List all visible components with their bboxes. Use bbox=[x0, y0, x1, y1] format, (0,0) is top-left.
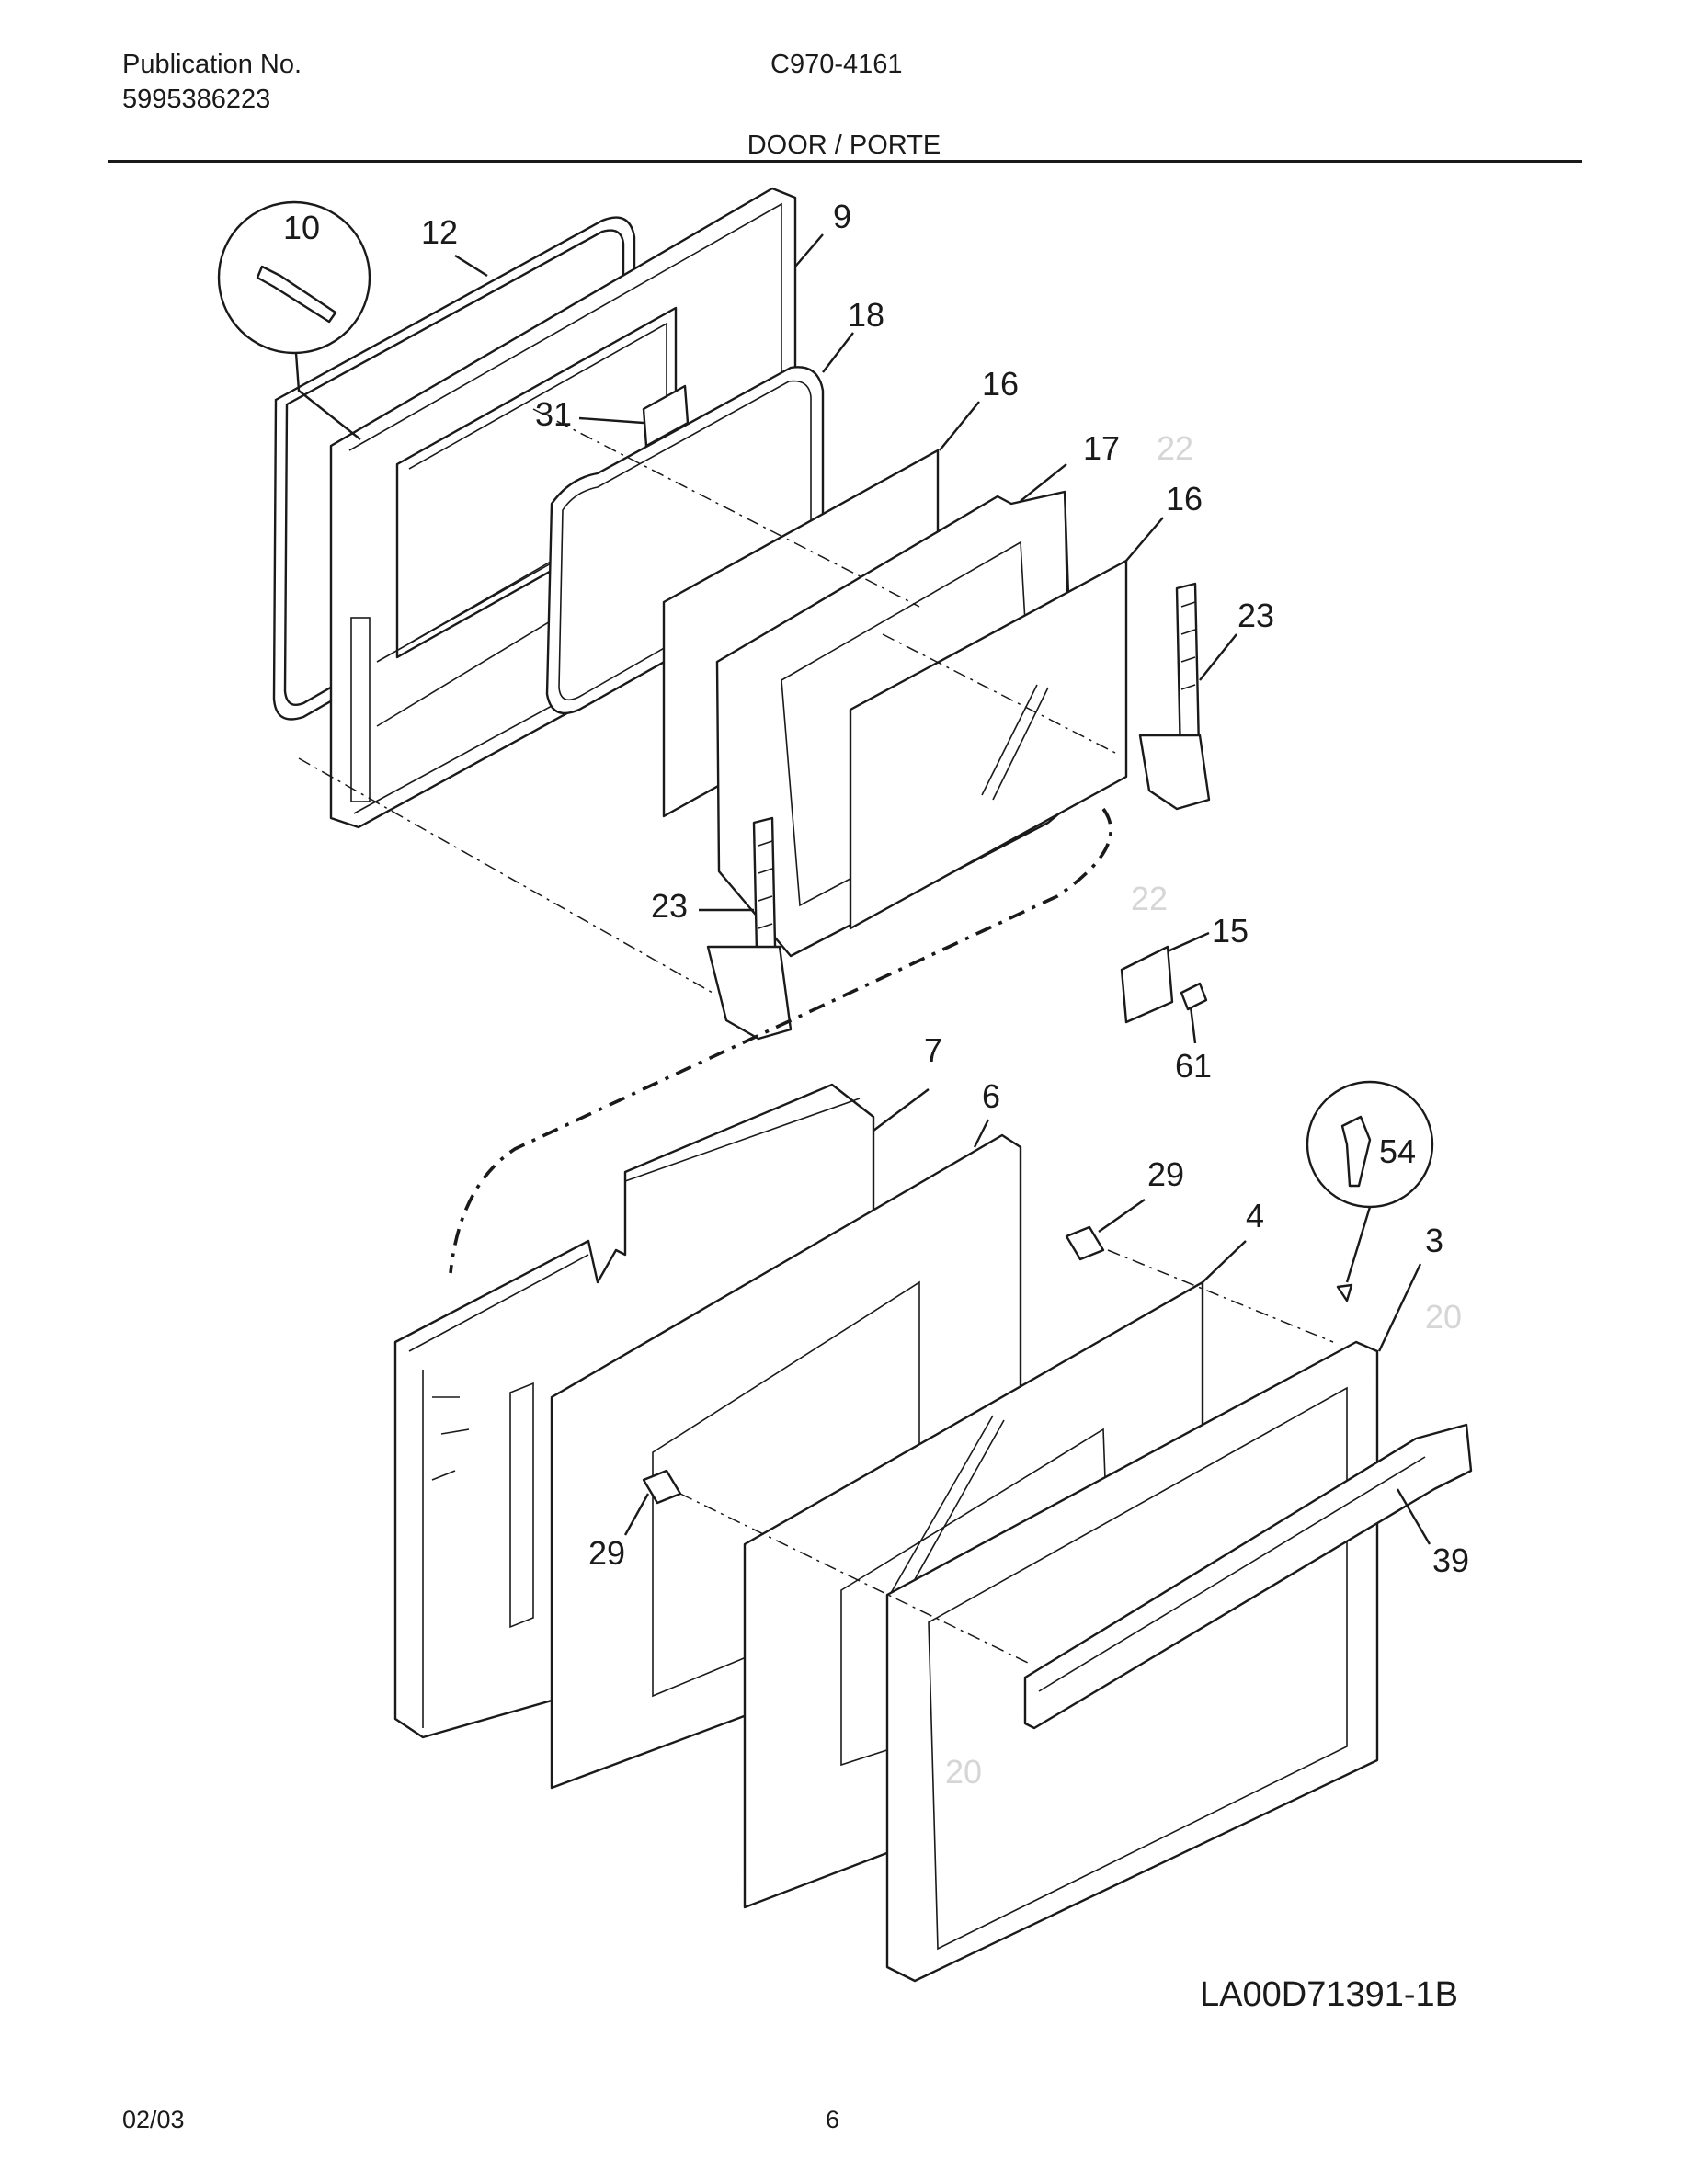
leader-line bbox=[1125, 517, 1164, 562]
callout-3: 3 bbox=[1425, 1222, 1443, 1259]
leader-line bbox=[1189, 1006, 1197, 1044]
callout-4: 4 bbox=[1246, 1197, 1264, 1234]
figure-id: LA00D71391-1B bbox=[1200, 1975, 1458, 2014]
leader-line bbox=[454, 254, 488, 278]
callout-23-left: 23 bbox=[651, 887, 688, 925]
callout-18: 18 bbox=[848, 296, 884, 334]
header-rule bbox=[108, 160, 1582, 163]
callout-22-bottom: 22 bbox=[1131, 880, 1168, 917]
callout-16-front: 16 bbox=[1166, 480, 1203, 518]
leader-line bbox=[1020, 463, 1067, 502]
callout-20-right: 20 bbox=[1425, 1298, 1462, 1336]
guide-line bbox=[532, 408, 920, 608]
leader-line bbox=[1202, 1240, 1247, 1283]
publication-number: 5995386223 bbox=[122, 85, 271, 114]
leader-line bbox=[939, 401, 980, 451]
leader-line bbox=[1098, 1199, 1146, 1233]
glass-panel-16-front bbox=[849, 559, 1128, 930]
callout-22-top: 22 bbox=[1157, 429, 1193, 467]
callout-12: 12 bbox=[421, 213, 458, 251]
callout-29-top: 29 bbox=[1147, 1155, 1184, 1193]
callout-29-bottom: 29 bbox=[588, 1534, 625, 1572]
leader-line bbox=[794, 233, 824, 267]
leader-line bbox=[1199, 633, 1237, 681]
leader-line bbox=[578, 416, 644, 425]
callout-54: 54 bbox=[1379, 1132, 1416, 1170]
leader-line bbox=[623, 1493, 650, 1536]
callout-15: 15 bbox=[1212, 912, 1249, 950]
leader-line bbox=[873, 1088, 930, 1132]
publication-date: 02/03 bbox=[122, 2106, 185, 2133]
guide-line bbox=[679, 1493, 1031, 1665]
leader-line bbox=[973, 1119, 990, 1148]
screw-detail-10 bbox=[217, 200, 371, 440]
publication-label: Publication No. bbox=[122, 50, 302, 79]
assembly-guide bbox=[449, 807, 1112, 1274]
section-title: DOOR / PORTE bbox=[747, 131, 941, 160]
hinge-23-right bbox=[1138, 582, 1211, 811]
leader-line bbox=[1167, 931, 1210, 953]
callout-16-rear: 16 bbox=[982, 365, 1019, 403]
bracket-31 bbox=[642, 384, 690, 448]
callout-7: 7 bbox=[924, 1031, 942, 1069]
spacer-29-top bbox=[1065, 1225, 1105, 1261]
callout-23-right: 23 bbox=[1237, 597, 1274, 634]
callout-6: 6 bbox=[982, 1077, 1000, 1115]
callout-9: 9 bbox=[833, 198, 851, 235]
clip-61 bbox=[1180, 982, 1208, 1011]
callout-39: 39 bbox=[1432, 1541, 1469, 1579]
guide-line bbox=[882, 633, 1118, 755]
handle-39 bbox=[1023, 1423, 1473, 1730]
page-number: 6 bbox=[826, 2106, 840, 2133]
callout-20-bottom: 20 bbox=[945, 1753, 982, 1791]
bracket-15 bbox=[1120, 945, 1174, 1024]
callout-17: 17 bbox=[1083, 429, 1120, 467]
leader-line bbox=[1396, 1488, 1431, 1545]
leader-line bbox=[822, 332, 854, 373]
model-number: C970-4161 bbox=[770, 50, 903, 79]
callout-61: 61 bbox=[1175, 1047, 1212, 1085]
callout-10: 10 bbox=[283, 209, 320, 246]
hinge-23-left bbox=[706, 816, 793, 1041]
leader-line bbox=[1377, 1263, 1422, 1352]
screw-detail-54 bbox=[1306, 1080, 1434, 1302]
callout-31: 31 bbox=[535, 395, 572, 433]
